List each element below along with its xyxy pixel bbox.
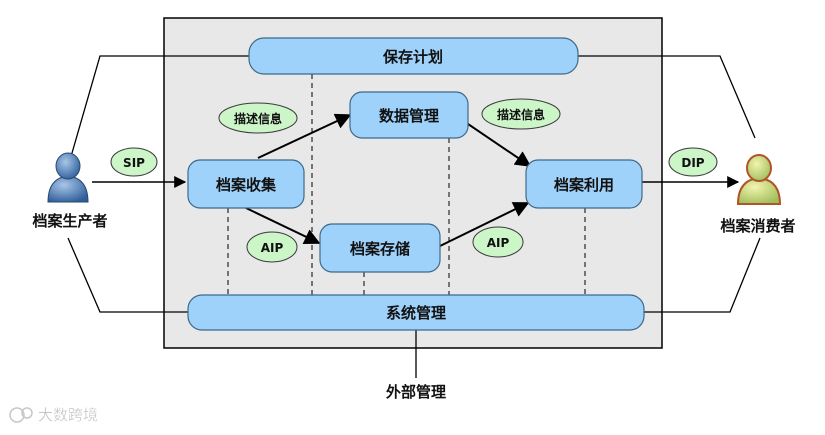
- aip-badge-right: AIP: [472, 226, 524, 258]
- access-label: 档案利用: [554, 176, 614, 194]
- svg-text:AIP: AIP: [487, 236, 510, 250]
- system-mgmt-box[interactable]: 系统管理: [187, 294, 645, 331]
- arrow-ingest-to-storage: [245, 207, 321, 244]
- svg-text:AIP: AIP: [261, 241, 284, 255]
- system-mgmt-label: 系统管理: [386, 304, 446, 322]
- desc-info-right: 描述信息: [481, 98, 561, 130]
- external-mgmt-label: 外部管理: [385, 383, 446, 401]
- svg-text:描述信息: 描述信息: [234, 111, 282, 126]
- sip-badge: SIP: [110, 147, 158, 177]
- svg-text:SIP: SIP: [123, 156, 145, 170]
- ingest-label: 档案收集: [216, 176, 277, 194]
- ingest-box[interactable]: 档案收集: [187, 159, 305, 209]
- consumer-label: 档案消费者: [720, 217, 795, 235]
- data-mgmt-label: 数据管理: [379, 107, 439, 125]
- producer-label: 档案生产者: [32, 212, 107, 230]
- watermark-logo: 大数跨境: [9, 406, 98, 424]
- arrow-ingest-to-datamgmt: [257, 113, 352, 159]
- consumer-person-icon: [736, 154, 782, 205]
- producer-top-line: [69, 55, 250, 161]
- preservation-box[interactable]: 保存计划: [248, 37, 579, 75]
- dashed-connectors: [227, 74, 586, 295]
- access-box[interactable]: 档案利用: [525, 159, 643, 209]
- arrow-storage-to-access: [439, 202, 530, 247]
- aip-badge-left: AIP: [246, 231, 298, 263]
- producer-bottom-line: [67, 237, 190, 313]
- svg-text:描述信息: 描述信息: [497, 107, 545, 122]
- desc-info-left: 描述信息: [218, 102, 298, 134]
- dip-badge: DIP: [668, 147, 718, 177]
- preservation-label: 保存计划: [382, 48, 443, 66]
- data-mgmt-box[interactable]: 数据管理: [349, 91, 469, 139]
- svg-text:DIP: DIP: [681, 156, 704, 170]
- watermark-text: 大数跨境: [38, 406, 98, 424]
- storage-label: 档案存储: [350, 240, 410, 258]
- consumer-bottom-line: [644, 237, 761, 313]
- consumer-top-line: [578, 55, 756, 139]
- arrow-datamgmt-to-access: [467, 123, 532, 167]
- producer-person-icon: [47, 152, 89, 203]
- storage-box[interactable]: 档案存储: [319, 223, 441, 273]
